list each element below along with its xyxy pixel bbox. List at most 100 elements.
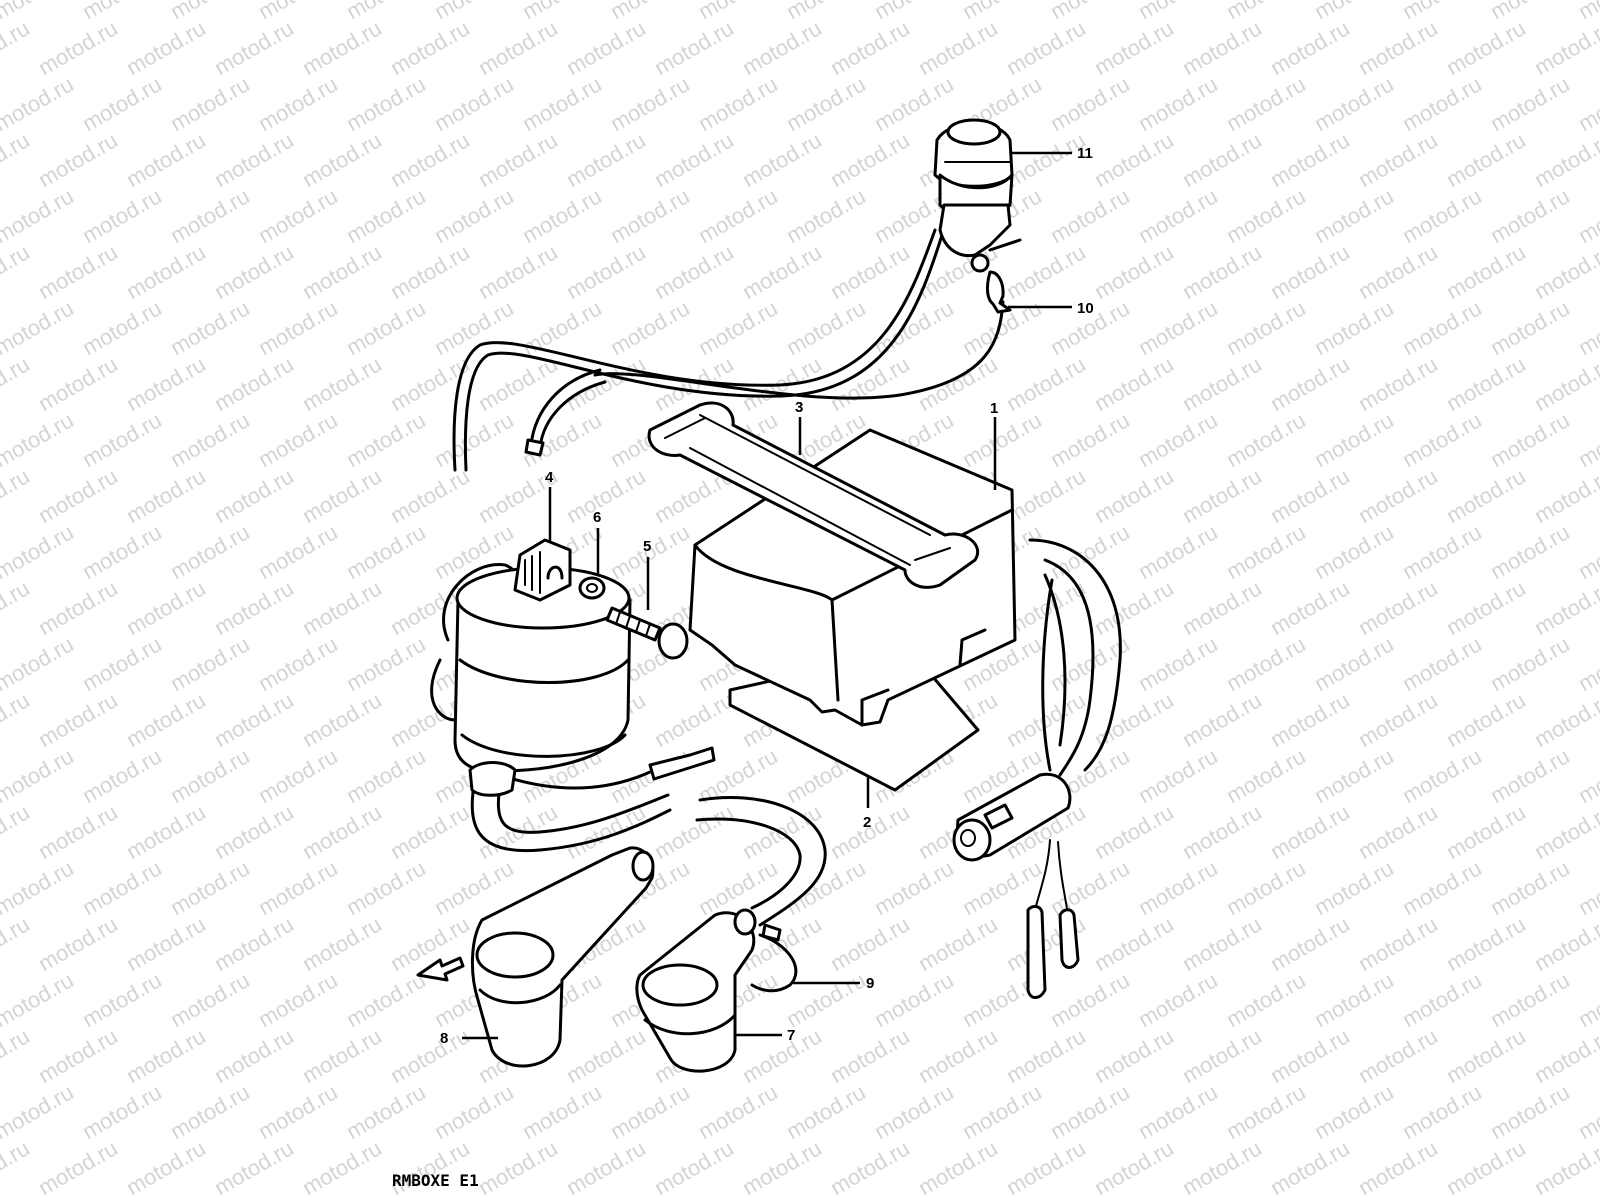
watermark-text: motod.ru xyxy=(1398,519,1486,584)
watermark-text: motod.ru xyxy=(1530,463,1600,528)
watermark-text: motod.ru xyxy=(1178,687,1266,752)
watermark-text: motod.ru xyxy=(1002,1135,1090,1200)
watermark-text: motod.ru xyxy=(1266,687,1354,752)
watermark-text: motod.ru xyxy=(210,1023,298,1088)
watermark-text: motod.ru xyxy=(958,1079,1046,1144)
watermark-text: motod.ru xyxy=(342,855,430,920)
watermark-text: motod.ru xyxy=(0,183,78,248)
watermark-text: motod.ru xyxy=(870,855,958,920)
watermark-text: motod.ru xyxy=(0,15,34,80)
watermark-text: motod.ru xyxy=(1486,855,1574,920)
watermark-text: motod.ru xyxy=(1486,407,1574,472)
watermark-text: motod.ru xyxy=(1266,911,1354,976)
watermark-text: motod.ru xyxy=(738,1135,826,1200)
watermark-text: motod.ru xyxy=(122,575,210,640)
watermark-text: motod.ru xyxy=(34,239,122,304)
watermark-text: motod.ru xyxy=(1134,71,1222,136)
leader-lines xyxy=(462,151,1072,1040)
watermark-text: motod.ru xyxy=(694,183,782,248)
watermark-text: motod.ru xyxy=(1574,183,1600,248)
watermark-text: motod.ru xyxy=(298,463,386,528)
watermark-text: motod.ru xyxy=(34,351,122,416)
watermark-text: motod.ru xyxy=(1266,799,1354,864)
watermark-text: motod.ru xyxy=(1134,519,1222,584)
watermark-text: motod.ru xyxy=(122,15,210,80)
watermark-text: motod.ru xyxy=(0,351,34,416)
watermark-text: motod.ru xyxy=(1486,519,1574,584)
watermark-text: motod.ru xyxy=(0,967,78,1032)
watermark-text: motod.ru xyxy=(1178,463,1266,528)
callout-3: 3 xyxy=(795,399,803,416)
watermark-text: motod.ru xyxy=(1354,351,1442,416)
watermark-text: motod.ru xyxy=(1178,239,1266,304)
watermark-text: motod.ru xyxy=(1266,127,1354,192)
watermark-text: motod.ru xyxy=(78,519,166,584)
watermark-text: motod.ru xyxy=(166,1079,254,1144)
watermark-text: motod.ru xyxy=(166,0,254,24)
part-3-strap xyxy=(647,401,979,589)
watermark-text: motod.ru xyxy=(210,799,298,864)
watermark-text: motod.ru xyxy=(430,0,518,24)
watermark-text: motod.ru xyxy=(210,575,298,640)
watermark-text: motod.ru xyxy=(1266,351,1354,416)
watermark-text: motod.ru xyxy=(1222,855,1310,920)
watermark-text: motod.ru xyxy=(914,351,1002,416)
watermark-text: motod.ru xyxy=(870,0,958,24)
part-9-spring-clip xyxy=(750,923,798,993)
watermark-text: motod.ru xyxy=(1134,295,1222,360)
watermark-text: motod.ru xyxy=(1002,1023,1090,1088)
watermark-text: motod.ru xyxy=(1398,71,1486,136)
watermark-text: motod.ru xyxy=(1134,407,1222,472)
watermark-text: motod.ru xyxy=(0,1135,34,1200)
watermark-text: motod.ru xyxy=(606,183,694,248)
part-6-washer xyxy=(578,576,606,600)
watermark-text: motod.ru xyxy=(1574,519,1600,584)
watermark-text: motod.ru xyxy=(474,15,562,80)
watermark-text: motod.ru xyxy=(826,911,914,976)
watermark-text: motod.ru xyxy=(870,295,958,360)
watermark-text: motod.ru xyxy=(870,967,958,1032)
watermark-text: motod.ru xyxy=(166,855,254,920)
watermark-text: motod.ru xyxy=(914,15,1002,80)
watermark-text: motod.ru xyxy=(1090,799,1178,864)
watermark-text: motod.ru xyxy=(122,463,210,528)
watermark-text: motod.ru xyxy=(1442,463,1530,528)
watermark-text: motod.ru xyxy=(694,1079,782,1144)
watermark-text: motod.ru xyxy=(694,0,782,24)
watermark-text: motod.ru xyxy=(606,71,694,136)
watermark-text: motod.ru xyxy=(1222,295,1310,360)
watermark-text: motod.ru xyxy=(166,743,254,808)
watermark-text: motod.ru xyxy=(826,1023,914,1088)
watermark-text: motod.ru xyxy=(694,855,782,920)
watermark-text: motod.ru xyxy=(650,127,738,192)
watermark-text: motod.ru xyxy=(1266,239,1354,304)
watermark-text: motod.ru xyxy=(254,743,342,808)
watermark-text: motod.ru xyxy=(1354,575,1442,640)
watermark-text: motod.ru xyxy=(166,71,254,136)
watermark-text: motod.ru xyxy=(1398,631,1486,696)
watermark-text: motod.ru xyxy=(1574,855,1600,920)
watermark-text: motod.ru xyxy=(562,127,650,192)
watermark-text: motod.ru xyxy=(1354,127,1442,192)
watermark-text: motod.ru xyxy=(1486,743,1574,808)
watermark-text: motod.ru xyxy=(474,127,562,192)
watermark-text: motod.ru xyxy=(606,295,694,360)
watermark-text: motod.ru xyxy=(782,295,870,360)
watermark-text: motod.ru xyxy=(1266,1023,1354,1088)
part-7-plug-cap xyxy=(635,908,757,1073)
watermark-text: motod.ru xyxy=(1178,1135,1266,1200)
watermark-text: motod.ru xyxy=(1266,463,1354,528)
watermark-text: motod.ru xyxy=(122,687,210,752)
watermark-text: motod.ru xyxy=(210,15,298,80)
watermark-text: motod.ru xyxy=(254,967,342,1032)
watermark-text: motod.ru xyxy=(1398,0,1486,24)
watermark-text: motod.ru xyxy=(1574,743,1600,808)
watermark-text: motod.ru xyxy=(1090,15,1178,80)
watermark-text: motod.ru xyxy=(738,1023,826,1088)
callout-1: 1 xyxy=(990,400,998,417)
watermark-text: motod.ru xyxy=(1310,183,1398,248)
watermark-text: motod.ru xyxy=(298,239,386,304)
watermark-text: motod.ru xyxy=(1354,239,1442,304)
watermark-text: motod.ru xyxy=(298,687,386,752)
